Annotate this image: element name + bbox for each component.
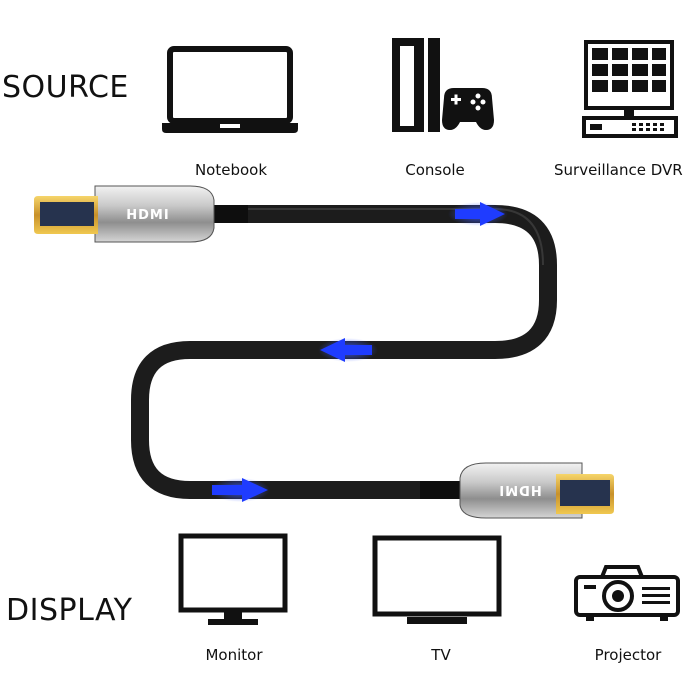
projector-icon — [574, 565, 680, 621]
hdmi-logo-left: HDMI — [126, 208, 169, 223]
monitor-label: Monitor — [205, 646, 263, 664]
surveillance-dvr-label: Surveillance DVR — [554, 161, 683, 179]
notebook-label: Notebook — [194, 161, 268, 179]
hdmi-connector-right: HDMI — [420, 462, 614, 519]
tv-icon — [372, 535, 502, 624]
hdmi-connector-left: HDMI — [34, 185, 248, 243]
arrow-left-middle — [318, 338, 378, 362]
laptop-icon — [162, 46, 298, 133]
tv-label: TV — [431, 646, 451, 664]
hdmi-logo-right: HDMI — [498, 482, 541, 497]
display-label: DISPLAY — [6, 593, 133, 628]
game-console-icon — [392, 38, 494, 132]
surveillance-dvr-icon — [582, 40, 678, 138]
arrow-right-top — [448, 202, 508, 226]
projector-label: Projector — [594, 646, 662, 664]
arrow-right-bottom — [210, 478, 270, 502]
console-label: Console — [405, 161, 465, 179]
monitor-icon — [178, 533, 288, 625]
source-label: SOURCE — [2, 70, 129, 105]
